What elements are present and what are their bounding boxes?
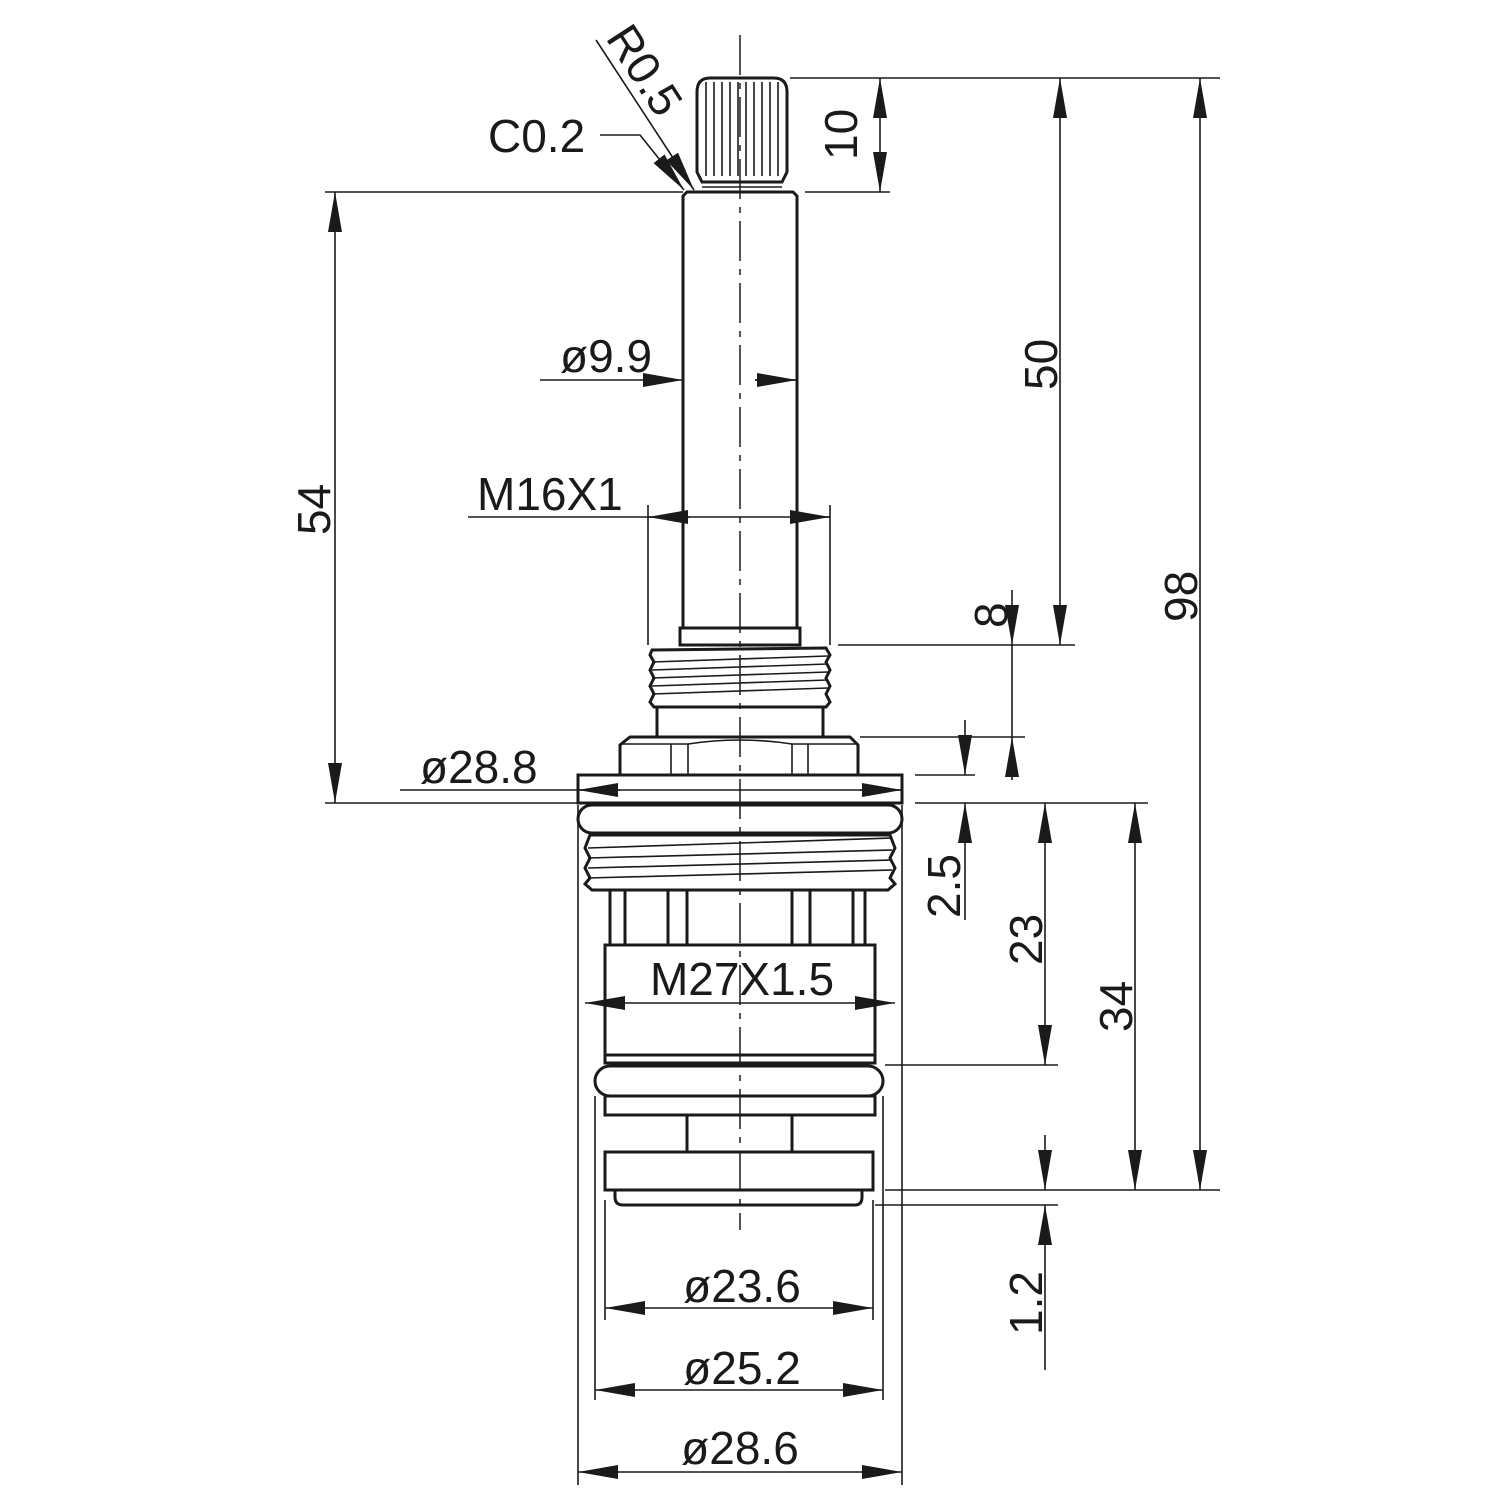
label-m27x1-5: M27X1.5	[650, 953, 834, 1005]
dimension-lines	[328, 39, 1207, 1479]
lower-thread	[582, 833, 898, 892]
label-c02: C0.2	[488, 110, 585, 162]
upper-thread	[648, 646, 832, 709]
label-r05: R0.5	[597, 15, 694, 125]
stem	[681, 190, 799, 628]
label-23: 23	[1000, 914, 1052, 965]
spline-ridges	[702, 82, 782, 188]
label-1-2: 1.2	[1000, 1271, 1052, 1335]
base-disc	[603, 1150, 875, 1192]
spline-head	[695, 76, 789, 184]
base-seal	[613, 1190, 864, 1207]
label-dia-28-8: ø28.8	[420, 741, 538, 793]
label-98: 98	[1155, 571, 1207, 622]
part-outline	[576, 35, 904, 1230]
label-m16x1: M16X1	[477, 468, 623, 520]
label-dia-25-2: ø25.2	[683, 1342, 801, 1394]
label-dia-9-9: ø9.9	[560, 330, 652, 382]
body-groove	[603, 1053, 877, 1065]
o-ring-lower	[593, 1064, 885, 1098]
label-50: 50	[1015, 339, 1067, 390]
dimension-labels: R0.5 C0.2 10 50 98 54 8 2.5 23 34 1.2 ø9…	[288, 15, 1207, 1474]
label-34: 34	[1090, 981, 1142, 1032]
hex-nut	[618, 735, 860, 775]
label-54: 54	[288, 484, 340, 535]
label-8: 8	[965, 602, 1017, 628]
label-2-5: 2.5	[918, 854, 970, 918]
label-10: 10	[815, 109, 867, 160]
extension-lines	[325, 77, 1220, 1485]
label-dia-23-6: ø23.6	[683, 1260, 801, 1312]
cage-legs	[608, 890, 867, 945]
leader-c02	[600, 134, 685, 191]
label-dia-28-6: ø28.6	[681, 1422, 799, 1474]
stem-collar	[678, 626, 802, 647]
